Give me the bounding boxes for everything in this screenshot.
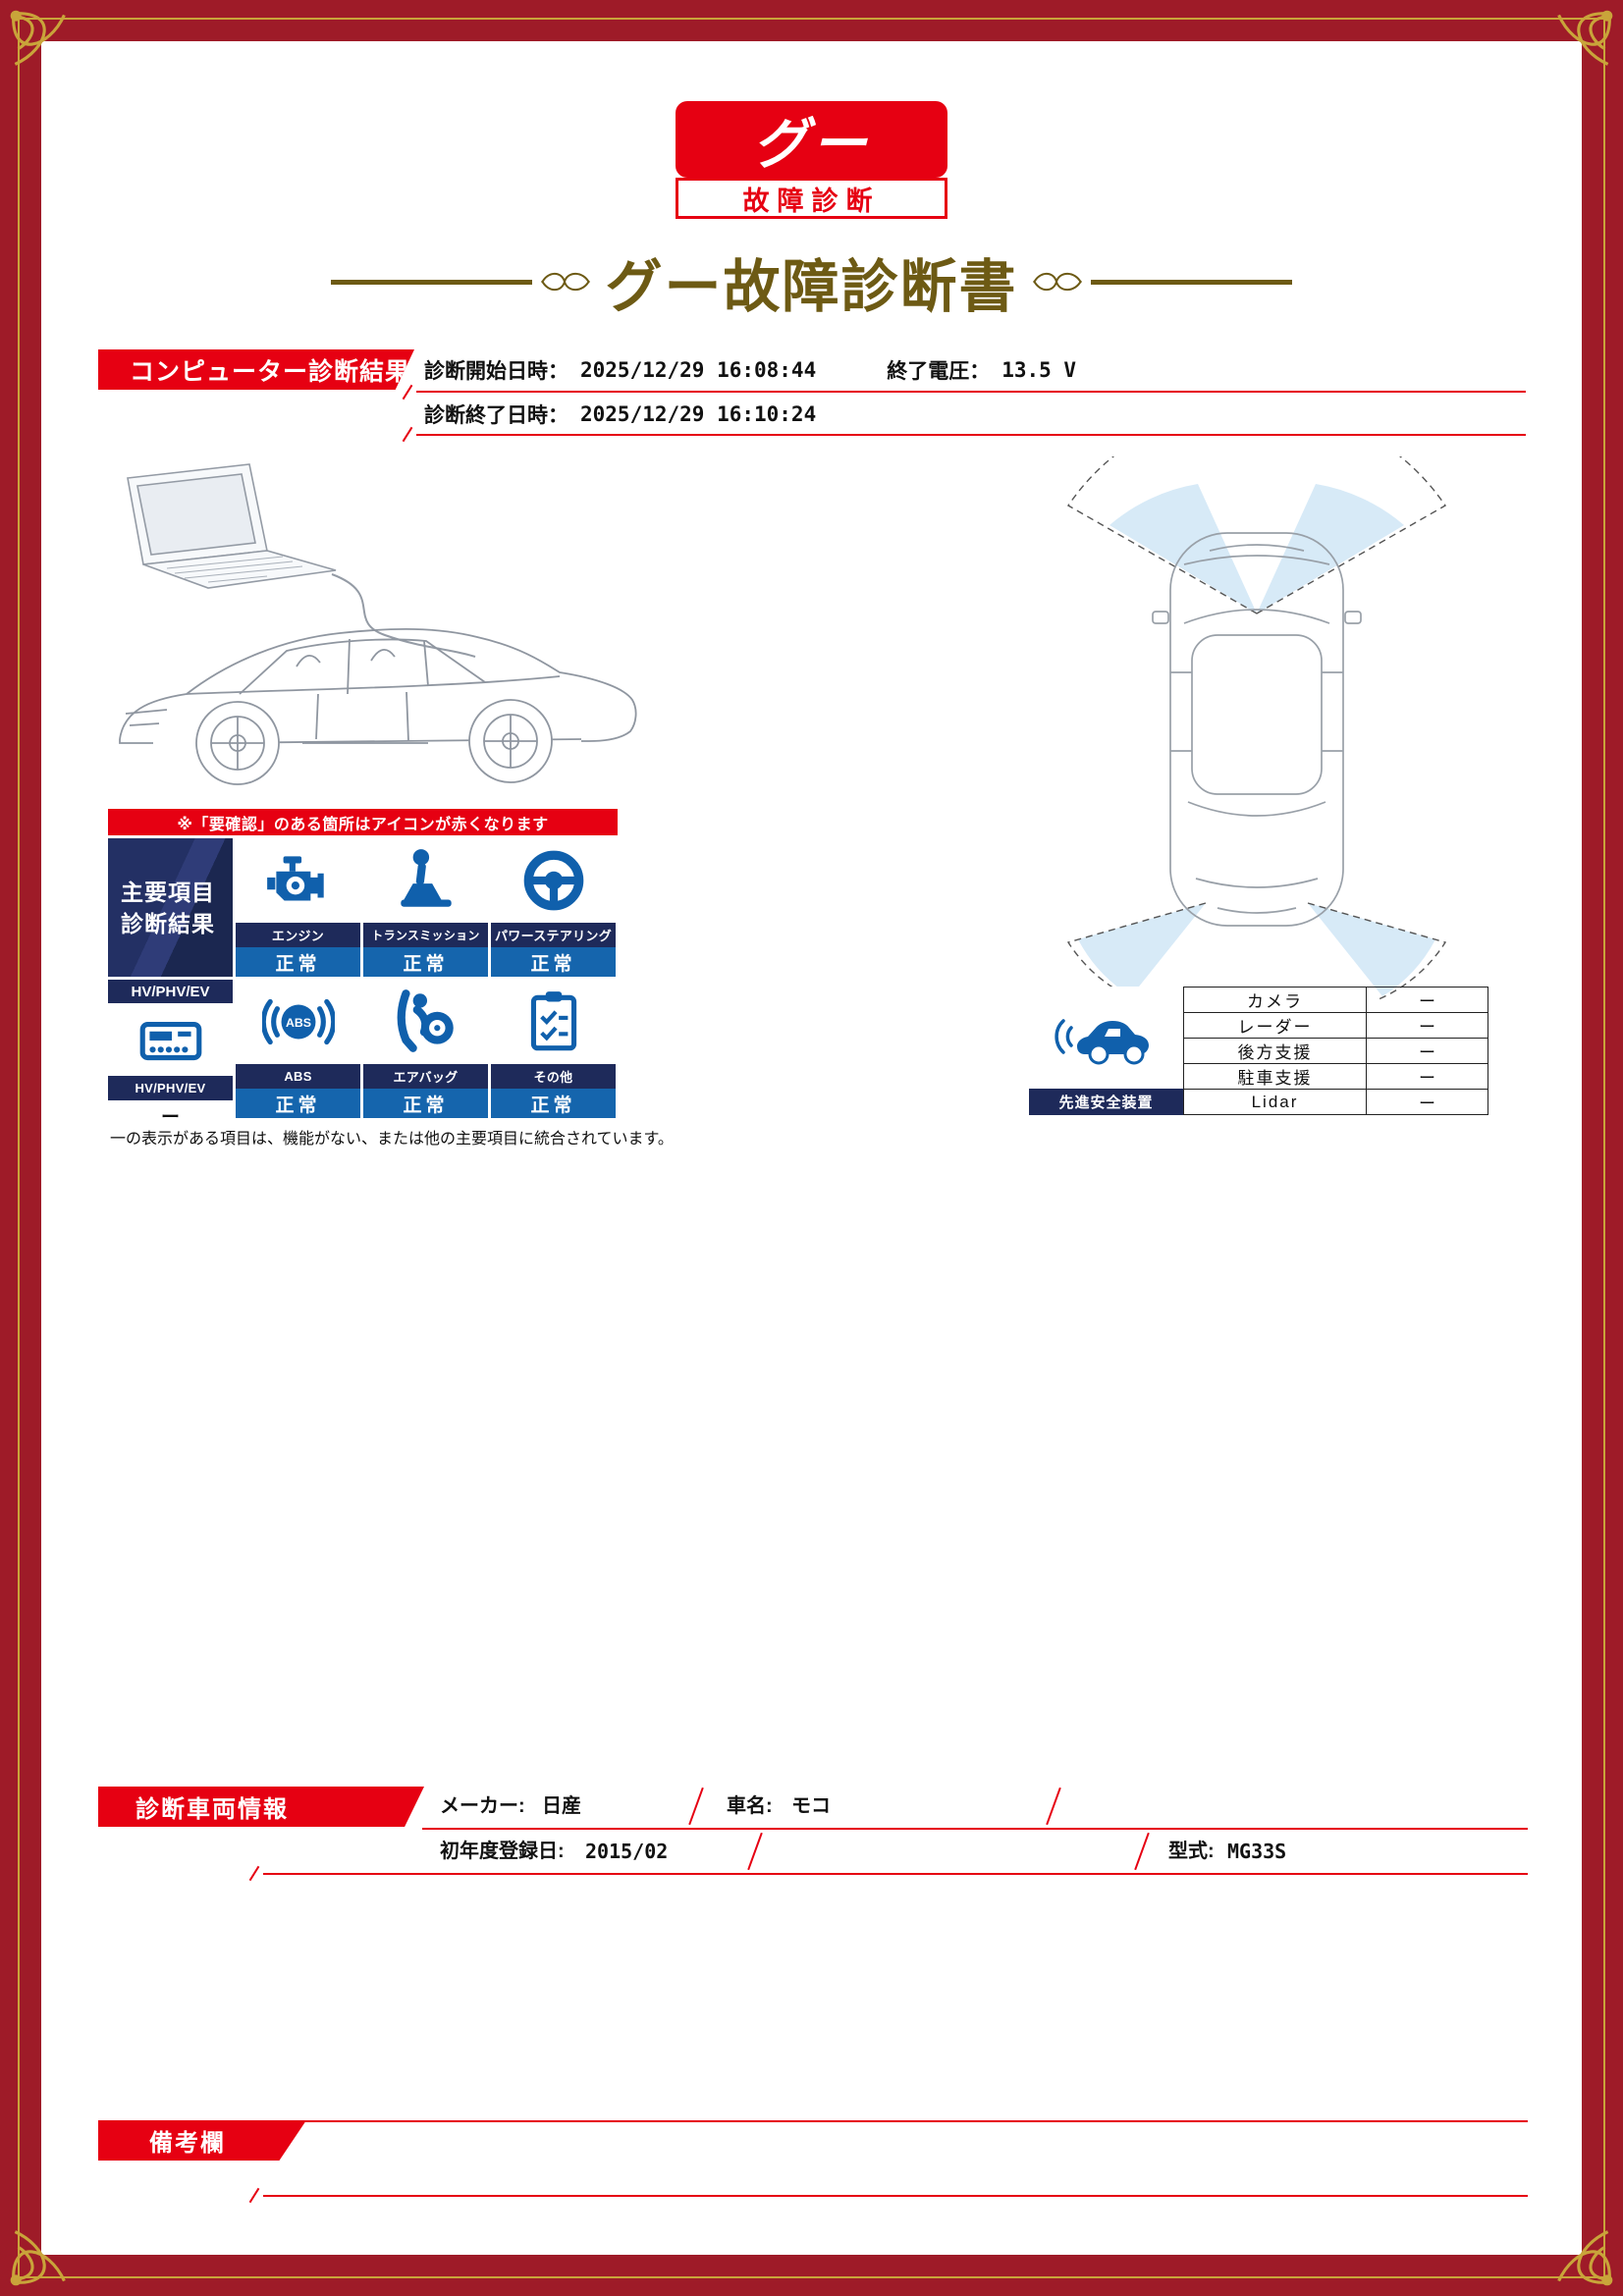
model-code-value: MG33S (1227, 1840, 1287, 1863)
safety-name: 駐車支援 (1183, 1063, 1367, 1090)
advanced-safety-label: 先進安全装置 (1029, 1089, 1183, 1115)
divider-line (416, 391, 1526, 393)
grid-cell-power-steering: パワーステアリング 正常 (491, 838, 616, 977)
table-row: 駐車支援ー (1183, 1063, 1488, 1090)
car-topview-sensor-illustration (952, 456, 1561, 1001)
grid-cell-other: その他 正常 (491, 980, 616, 1118)
model-code-label: 型式: (1168, 1841, 1215, 1862)
laptop-car-illustration (90, 456, 665, 815)
safety-value: ー (1366, 1089, 1488, 1115)
grid-footnote: 一の表示がある項目は、機能がない、または他の主要項目に統合されています。 (110, 1131, 674, 1148)
table-row: レーダーー (1183, 1012, 1488, 1039)
diagnosis-end-row: 診断終了日時： 2025/12/29 16:10:24 (424, 394, 816, 434)
abs-icon: ABS (236, 980, 360, 1064)
safety-value: ー (1366, 1038, 1488, 1064)
item-label: その他 (491, 1064, 616, 1089)
end-voltage-label: 終了電圧： (887, 359, 991, 383)
steering-wheel-icon (491, 838, 616, 923)
item-status: 正常 (363, 1089, 488, 1118)
safety-name: レーダー (1183, 1012, 1367, 1039)
hybrid-unit-icon (108, 1003, 233, 1076)
grid-cell-abs: ABS ABS 正常 (236, 980, 360, 1118)
title-flourish-right-icon (1032, 269, 1083, 294)
item-label: トランスミッション (363, 923, 488, 947)
page-title: グー故障診断書 (605, 255, 1018, 319)
grid-header-cell: 主要項目 診断結果 (108, 838, 233, 977)
diagnosis-end-value: 2025/12/29 16:10:24 (580, 401, 817, 426)
diagnosis-start-row: 診断開始日時： 2025/12/29 16:08:44 終了電圧： 13.5 V (424, 349, 1076, 390)
remarks-bottom-line (263, 2195, 1528, 2197)
transmission-icon (363, 838, 488, 923)
corner-ornament-icon (6, 6, 90, 90)
grid-header-line2: 診断結果 (121, 910, 215, 936)
diagnosis-start-label: 診断開始日時： (424, 359, 568, 383)
safety-name: 後方支援 (1183, 1038, 1367, 1064)
checklist-icon (491, 980, 616, 1064)
diagnosis-start-value: 2025/12/29 16:08:44 (580, 357, 817, 382)
grid-cell-engine: エンジン 正常 (236, 838, 360, 977)
corner-ornament-icon (1533, 2206, 1617, 2290)
table-row: 後方支援ー (1183, 1038, 1488, 1064)
red-notice-bar: ※「要確認」のある箇所はアイコンが赤くなります (108, 809, 618, 835)
remarks-top-line (297, 2120, 1528, 2122)
divider-line (416, 434, 1526, 436)
diagnosis-grid: 主要項目 診断結果 エンジン 正常 トランスミッション 正常 パワーステアリング… (108, 838, 616, 1118)
safety-value: ー (1366, 1012, 1488, 1039)
maker-value: 日産 (542, 1795, 581, 1817)
safety-value: ー (1366, 987, 1488, 1013)
connected-car-icon (1029, 987, 1183, 1089)
safety-name: カメラ (1183, 987, 1367, 1013)
svg-text:ABS: ABS (285, 1016, 310, 1030)
grid-cell-transmission: トランスミッション 正常 (363, 838, 488, 977)
item-status: 正常 (363, 947, 488, 977)
item-label: エンジン (236, 923, 360, 947)
item-status: 正常 (236, 1089, 360, 1118)
hv-top-band: HV/PHV/EV (108, 980, 233, 1003)
corner-ornament-icon (6, 2206, 90, 2290)
title-rule-left (331, 279, 533, 285)
safety-value: ー (1366, 1063, 1488, 1090)
item-label: ABS (236, 1064, 360, 1089)
divider-line (263, 1873, 1528, 1875)
goo-logo: グー (676, 101, 947, 178)
section-vehicle-info-banner: 診断車両情報 (98, 1787, 424, 1827)
page-background (41, 41, 1582, 2255)
table-row: カメラー (1183, 987, 1488, 1013)
grid-header-line1: 主要項目 (121, 879, 215, 905)
item-status: ー (108, 1100, 233, 1118)
title-flourish-left-icon (540, 269, 591, 294)
advanced-safety-panel: 先進安全装置 (1029, 987, 1183, 1115)
end-voltage-value: 13.5 V (1001, 357, 1077, 382)
section-remarks-banner: 備考欄 (98, 2120, 306, 2161)
section-computer-diagnosis-banner: コンピューター診断結果 (98, 349, 414, 390)
item-status: 正常 (236, 947, 360, 977)
title-rule-right (1090, 279, 1292, 285)
item-status: 正常 (491, 1089, 616, 1118)
car-name-value: モコ (791, 1795, 831, 1817)
item-status: 正常 (491, 947, 616, 977)
grid-cell-hv-phv-ev: HV/PHV/EV HV/PHV/EV ー (108, 980, 233, 1118)
diagnosis-end-label: 診断終了日時： (424, 403, 568, 427)
engine-icon (236, 838, 360, 923)
item-label: エアバッグ (363, 1064, 488, 1089)
registration-value: 2015/02 (585, 1840, 669, 1863)
safety-name: Lidar (1183, 1089, 1367, 1115)
report-title-row: グー故障診断書 (0, 243, 1623, 320)
maker-label: メーカー: (440, 1795, 525, 1817)
divider-line (422, 1828, 1528, 1830)
item-label: パワーステアリング (491, 923, 616, 947)
item-label: HV/PHV/EV (108, 1076, 233, 1100)
goo-logo-subtitle: 故障診断 (676, 178, 947, 219)
car-name-label: 車名: (727, 1795, 773, 1817)
airbag-icon (363, 980, 488, 1064)
grid-cell-airbag: エアバッグ 正常 (363, 980, 488, 1118)
corner-ornament-icon (1533, 6, 1617, 90)
registration-label: 初年度登録日: (440, 1841, 565, 1862)
